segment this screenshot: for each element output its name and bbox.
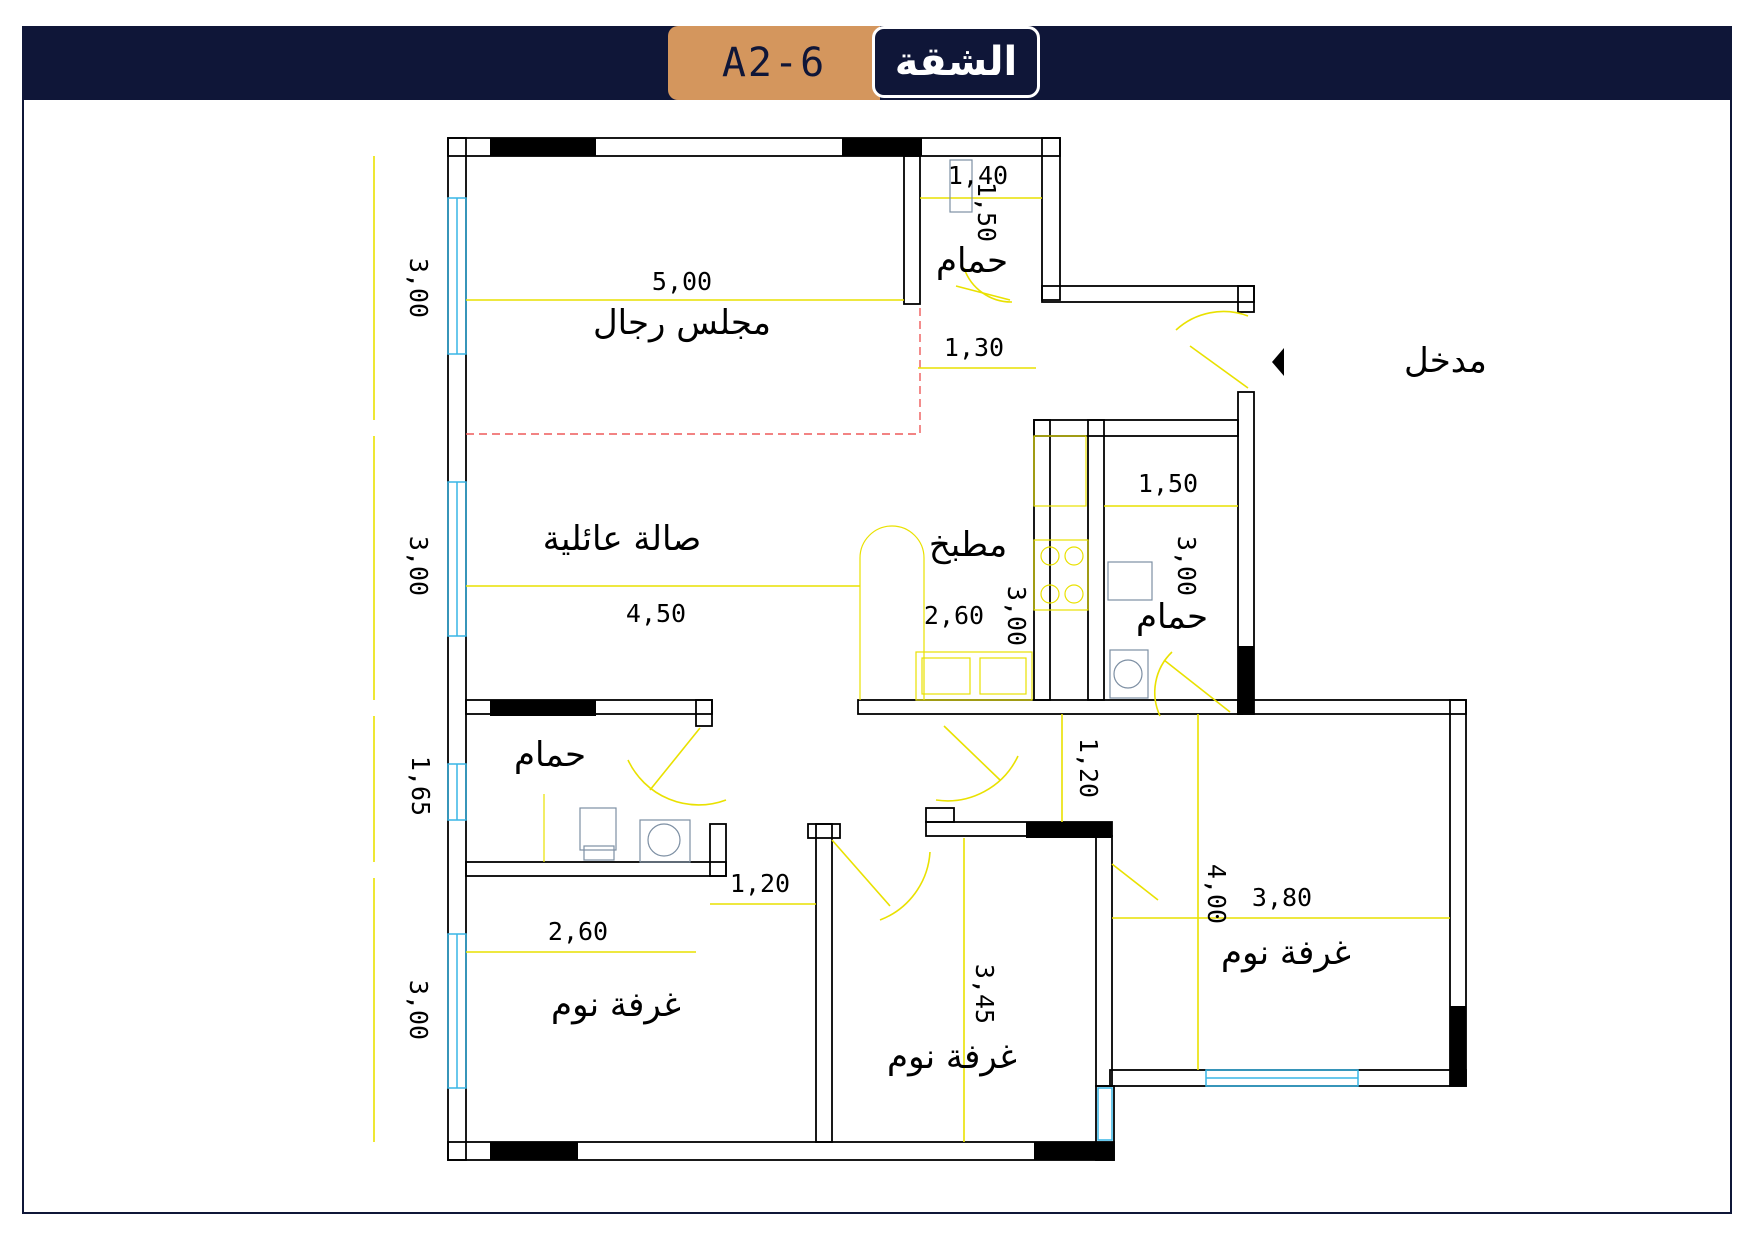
- apartment-code-badge: A2-6: [668, 26, 880, 100]
- dim-label: 1,50: [972, 182, 1001, 242]
- dim-label: 3,00: [404, 258, 433, 318]
- room-label-mens-majlis: مجلس رجال: [593, 303, 771, 343]
- room-label-bath-left: حمام: [514, 735, 586, 775]
- dim-label: 3,45: [970, 964, 999, 1024]
- dim-label: 1,50: [1138, 469, 1198, 498]
- dim-label: 4,50: [626, 599, 686, 628]
- room-label-bedroom-middle: غرفة نوم: [887, 1037, 1017, 1077]
- page-frame: [22, 26, 1732, 1214]
- apartment-title: الشقة: [894, 39, 1018, 85]
- dim-label: 3,00: [404, 980, 433, 1040]
- dim-label: 3,00: [1002, 586, 1031, 646]
- dim-label: 1,20: [730, 869, 790, 898]
- dim-label: 1,30: [944, 333, 1004, 362]
- room-label-bath-top: حمام: [936, 241, 1008, 281]
- room-label-bath-right: حمام: [1136, 597, 1208, 637]
- dimension-lines: [373, 156, 1450, 1142]
- dim-label: 1,40: [948, 161, 1008, 190]
- dim-label: 5,00: [652, 267, 712, 296]
- room-label-family-hall: صالة عائلية: [543, 519, 701, 559]
- apartment-code: A2-6: [721, 40, 827, 86]
- dim-label: 2,60: [548, 917, 608, 946]
- doors: [627, 267, 1249, 921]
- entrance-arrow-icon: [1272, 348, 1284, 376]
- room-label-bedroom-left: غرفة نوم: [551, 985, 681, 1025]
- dim-label: 1,20: [1074, 738, 1103, 798]
- fixtures: [543, 159, 1153, 863]
- columns: [490, 138, 1466, 1160]
- dim-label: 1,65: [406, 756, 435, 816]
- apartment-title-badge: الشقة: [872, 26, 1040, 98]
- dim-label: 3,00: [1172, 536, 1201, 596]
- dim-label: 2,60: [924, 601, 984, 630]
- room-label-kitchen: مطبخ: [929, 525, 1007, 565]
- dim-label: 4,00: [1202, 864, 1231, 924]
- room-label-bedroom-right: غرفة نوم: [1221, 933, 1351, 973]
- dim-label: 3,80: [1252, 883, 1312, 912]
- windows: [447, 197, 1359, 1141]
- entrance-label: مدخل: [1404, 341, 1487, 381]
- dim-label: 3,00: [404, 536, 433, 596]
- majlis-opening: [466, 304, 921, 435]
